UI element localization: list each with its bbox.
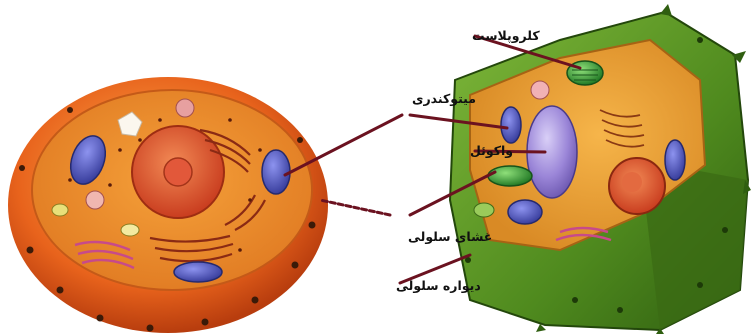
animal-nucleolus <box>164 158 192 186</box>
plant-nucleolus <box>622 172 642 192</box>
animal-lysosome <box>176 99 194 117</box>
pointer-membrane-animal <box>320 200 390 215</box>
animal-vesicle <box>121 224 139 236</box>
animal-vesicle <box>52 204 68 216</box>
plant-chloroplast <box>474 203 494 217</box>
label-cell-wall: دیواره سلولی <box>396 278 481 293</box>
plant-chloroplast <box>488 166 532 186</box>
plant-mitochondrion <box>665 140 685 180</box>
label-mitochondria: میتوکندری <box>412 91 476 106</box>
animal-cell <box>8 77 328 333</box>
plant-mitochondrion <box>501 107 521 143</box>
label-vacuole: واکوئل <box>470 143 513 158</box>
plant-vesicle <box>531 81 549 99</box>
animal-mitochondrion <box>262 150 290 194</box>
plant-cell <box>450 4 751 334</box>
animal-lysosome <box>86 191 104 209</box>
animal-mitochondrion <box>174 262 222 282</box>
plant-mitochondrion <box>508 200 542 224</box>
label-chloroplast: کلروپلاست <box>472 28 540 43</box>
label-cell-membrane: غشای سلولی <box>408 229 492 244</box>
